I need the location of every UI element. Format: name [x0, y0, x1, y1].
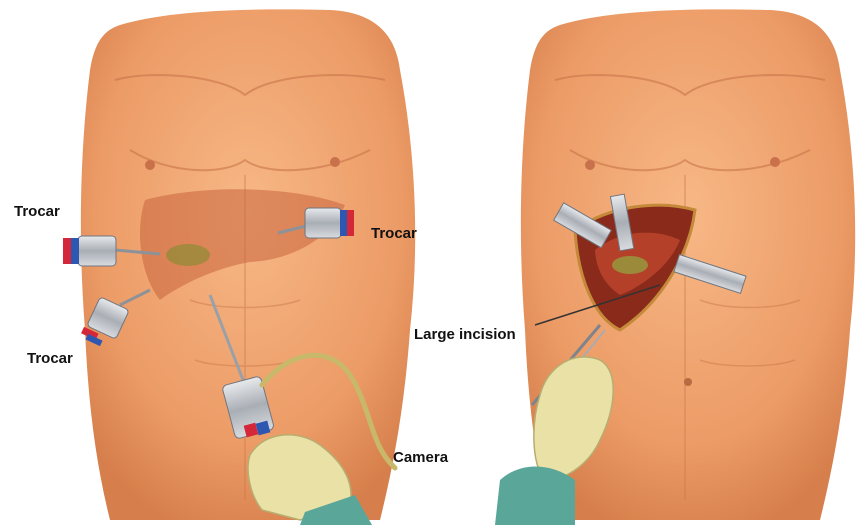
left-torso	[63, 9, 415, 525]
trocar-right-blue-band	[340, 210, 347, 236]
trocar-top-left-red-band	[63, 238, 71, 264]
label-large-incision: Large incision	[414, 326, 516, 343]
right-gown-sleeve	[495, 467, 575, 525]
right-torso-navel	[684, 378, 692, 386]
trocar-top-left-body	[78, 236, 116, 266]
label-camera: Camera	[393, 449, 448, 466]
right-torso-nipple-right	[770, 157, 780, 167]
label-trocar-top-left: Trocar	[14, 203, 60, 220]
left-torso-body	[81, 9, 415, 520]
label-trocar-bottom-left: Trocar	[27, 350, 73, 367]
right-torso-nipple-left	[585, 160, 595, 170]
incision-gallbladder	[612, 256, 648, 274]
trocar-top-left-blue-band	[71, 238, 79, 264]
left-gallbladder	[166, 244, 210, 266]
left-torso-nipple-right	[330, 157, 340, 167]
trocar-right-red-band	[347, 210, 354, 236]
trocar-right-body	[305, 208, 341, 238]
label-trocar-right: Trocar	[371, 225, 417, 242]
left-torso-nipple-left	[145, 160, 155, 170]
right-torso	[495, 9, 855, 525]
